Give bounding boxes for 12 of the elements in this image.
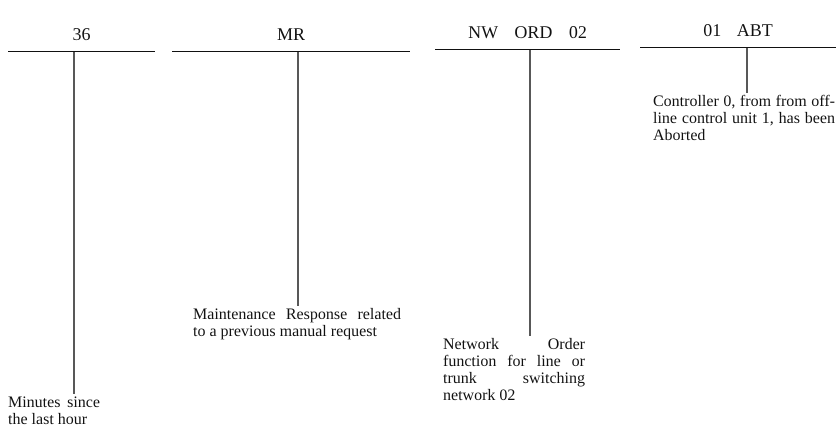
field-code: 01 ABT bbox=[640, 10, 836, 48]
field-code: MR bbox=[172, 14, 410, 52]
leader-line bbox=[297, 52, 299, 306]
field-code: 36 bbox=[8, 14, 155, 52]
leader-line bbox=[73, 52, 75, 394]
field-code: NW ORD 02 bbox=[435, 12, 620, 50]
description-text: Minutes since the last hour bbox=[8, 394, 100, 428]
description-text: Network Order function for line or trunk switching network 02 bbox=[443, 336, 585, 404]
leader-line bbox=[746, 48, 748, 93]
description-text: Maintenance Response related to a previous manual request bbox=[193, 306, 401, 340]
description-text: Controller 0, from from off-line control unit 1, has been Aborted bbox=[653, 93, 835, 144]
leader-line bbox=[529, 50, 531, 336]
